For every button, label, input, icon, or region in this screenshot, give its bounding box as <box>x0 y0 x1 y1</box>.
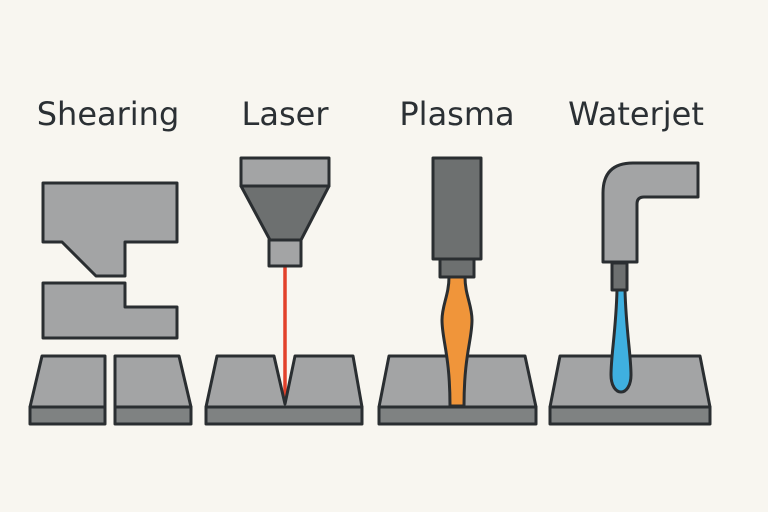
waterjet-pipe <box>601 161 700 264</box>
plasma-nozzle <box>438 257 476 279</box>
plasma-illustration <box>377 156 538 426</box>
plasma-torch <box>431 156 483 261</box>
label-plasma: Plasma <box>399 95 514 133</box>
laser-illustration <box>204 156 364 426</box>
upper-shear-blade <box>41 181 179 278</box>
water-jet-stream <box>609 288 633 394</box>
sheared-plate-left <box>28 354 107 426</box>
label-shearing: Shearing <box>37 95 180 133</box>
waterjet-illustration <box>548 161 712 426</box>
shearing-illustration <box>28 181 193 426</box>
laser-funnel <box>239 184 331 242</box>
label-waterjet: Waterjet <box>568 95 704 133</box>
plasma-flame <box>440 275 474 408</box>
laser-head <box>239 156 331 188</box>
lower-shear-blade <box>41 281 179 340</box>
laser-nozzle <box>267 238 303 268</box>
sheared-plate-right <box>113 354 193 426</box>
label-laser: Laser <box>242 95 330 133</box>
waterjet-nozzle <box>610 261 629 292</box>
laser-plate <box>204 354 364 426</box>
